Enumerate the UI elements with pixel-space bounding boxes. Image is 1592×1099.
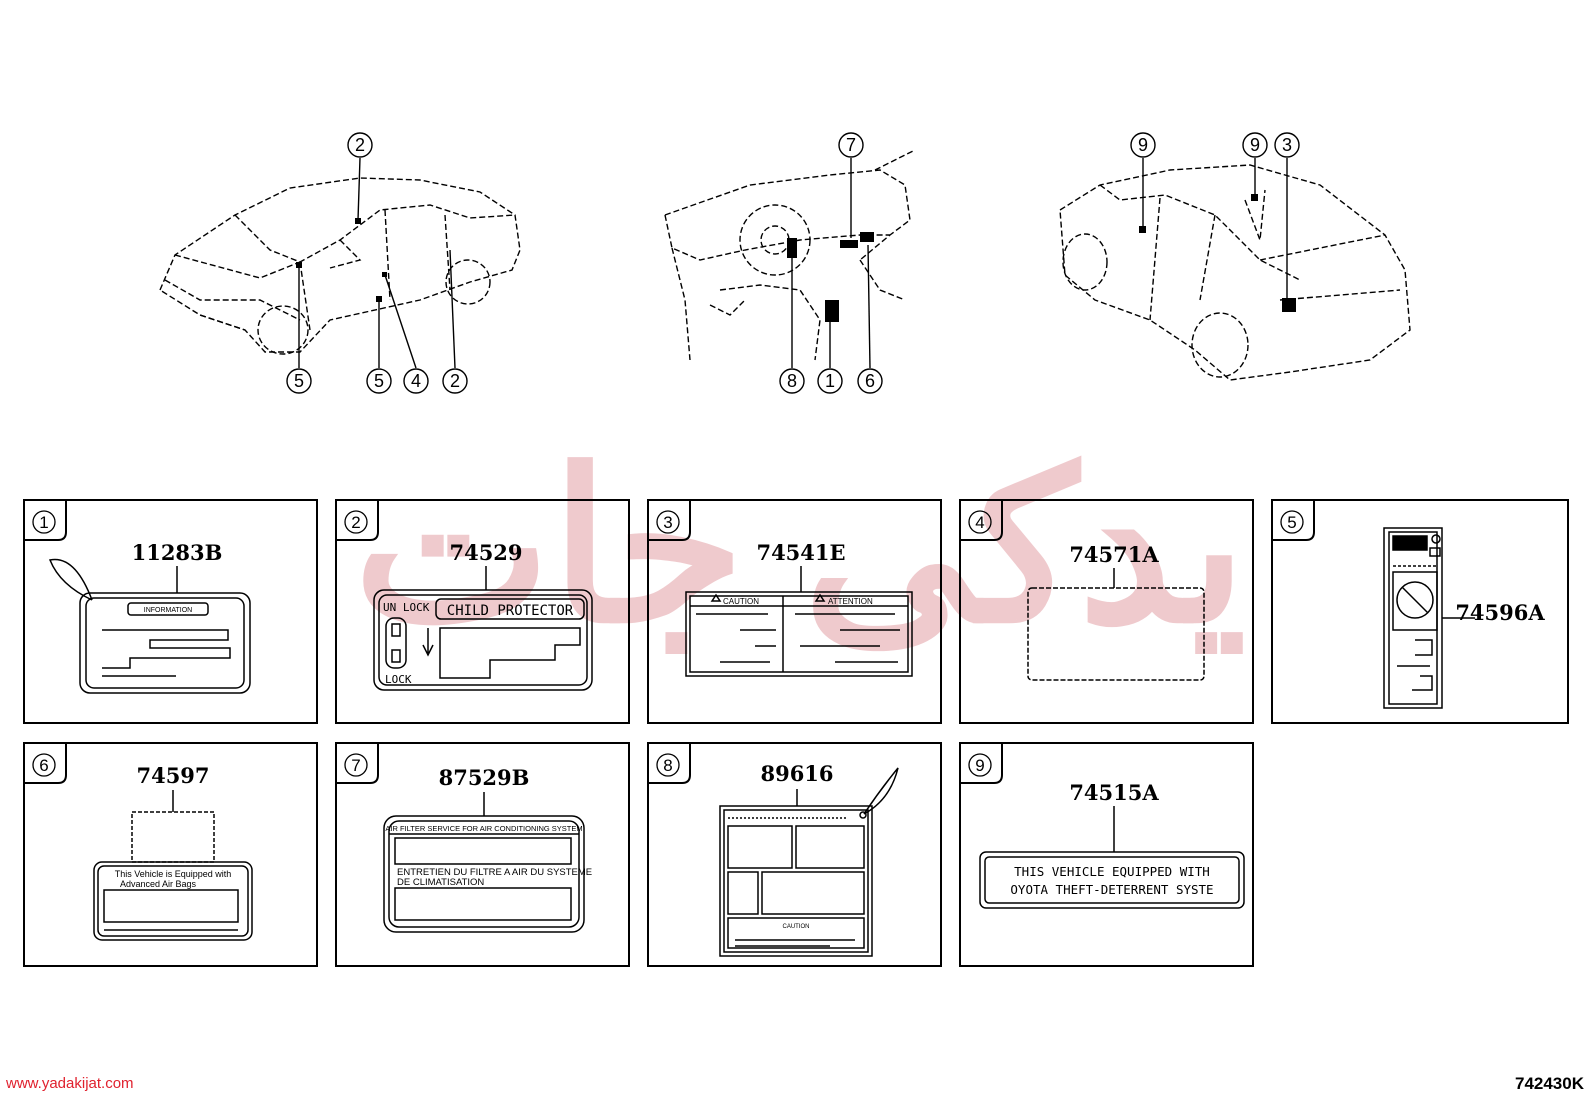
panel-4-tab: 4	[960, 500, 1003, 541]
svg-text:4: 4	[975, 513, 984, 532]
label-74541E: CAUTION ATTENTION	[685, 566, 913, 677]
part-number-4: 74571A	[1069, 542, 1159, 567]
svg-text:9: 9	[1250, 135, 1260, 155]
part-numbers: 11283B 74529 74541E 74571A 74596A 74597 …	[132, 540, 1546, 805]
panel-6-tab: 6	[24, 743, 67, 784]
label-87529B-line3: DE CLIMATISATION	[397, 877, 484, 888]
callout-1: 1	[817, 368, 843, 394]
label-87529B-line2: ENTRETIEN DU FILTRE A AIR DU SYSTEME	[397, 867, 592, 878]
svg-text:1: 1	[39, 513, 48, 532]
part-number-3: 74541E	[756, 540, 845, 565]
callout-5-a: 5	[286, 368, 312, 394]
panel-5-tab: 5	[1272, 500, 1315, 541]
svg-text:3: 3	[663, 513, 672, 532]
svg-text:6: 6	[39, 756, 48, 775]
callout-6: 6	[857, 368, 883, 394]
website-link[interactable]: www.yadakijat.com	[6, 1075, 134, 1092]
panel-3-tab: 3	[648, 500, 691, 541]
label-74515A: THIS VEHICLE EQUIPPED WITH OYOTA THEFT-D…	[979, 806, 1245, 909]
label-74529-lock: LOCK	[385, 673, 412, 686]
label-74597-line1: This Vehicle is Equipped with	[115, 869, 232, 879]
panel-9-tab: 9	[960, 743, 1003, 784]
part-number-6: 74597	[136, 763, 209, 788]
panel-tabs: 1 2 3 4 5 6 7 8 9	[24, 500, 1315, 784]
svg-text:1: 1	[825, 371, 835, 391]
callout-9-a: 9	[1130, 132, 1156, 158]
callout-8: 8	[779, 368, 805, 394]
interior-markers	[787, 232, 874, 322]
svg-text:2: 2	[351, 513, 360, 532]
panel-8-tab: 8	[648, 743, 691, 784]
callout-5-b: 5	[366, 368, 392, 394]
car-rear-markers	[1139, 194, 1296, 312]
part-number-7: 87529B	[439, 765, 530, 790]
label-74597-line2: Advanced Air Bags	[120, 879, 197, 889]
label-87529B: AIR FILTER SERVICE FOR AIR CONDITIONING …	[383, 792, 592, 933]
car-rear-view	[1059, 164, 1411, 381]
part-number-1: 11283B	[132, 540, 223, 565]
watermark: یدکی جات	[353, 430, 1247, 665]
part-number-5: 74596A	[1455, 600, 1545, 625]
callout-9-b: 9	[1242, 132, 1268, 158]
label-89616: CAUTION	[719, 767, 899, 957]
svg-text:7: 7	[846, 135, 856, 155]
car-front-markers	[296, 218, 387, 302]
svg-text:6: 6	[865, 371, 875, 391]
interior-leaders	[791, 158, 871, 369]
part-number-2: 74529	[449, 540, 522, 565]
label-74529: UN LOCK CHILD PROTECTOR LOCK	[373, 566, 593, 691]
svg-text:5: 5	[1287, 513, 1296, 532]
label-74596A	[1383, 527, 1475, 709]
panel-1-tab: 1	[24, 500, 67, 541]
car-front-leaders	[298, 157, 456, 369]
panel-2-tab: 2	[336, 500, 379, 541]
svg-text:7: 7	[351, 756, 360, 775]
svg-text:2: 2	[355, 135, 365, 155]
label-74529-unlock: UN LOCK	[383, 601, 430, 614]
label-74515A-line1: THIS VEHICLE EQUIPPED WITH	[1014, 864, 1210, 879]
label-74571A	[1027, 568, 1205, 681]
callout-2-top: 2	[347, 132, 373, 158]
label-11283B: INFORMATION	[48, 558, 251, 694]
label-11283B-title: INFORMATION	[144, 607, 192, 614]
car-rear-leaders	[1142, 158, 1288, 300]
svg-text:9: 9	[975, 756, 984, 775]
part-number-9: 74515A	[1069, 780, 1159, 805]
svg-text:5: 5	[374, 371, 384, 391]
label-74541E-caution: CAUTION	[723, 597, 759, 606]
svg-text:4: 4	[411, 371, 421, 391]
callout-2-bottom: 2	[442, 368, 468, 394]
diagram-code: 742430K	[1514, 1074, 1584, 1093]
part-number-8: 89616	[760, 761, 833, 786]
label-74541E-attention: ATTENTION	[828, 597, 873, 606]
svg-text:3: 3	[1282, 135, 1292, 155]
label-74529-title: CHILD PROTECTOR	[447, 603, 574, 619]
svg-text:8: 8	[663, 756, 672, 775]
label-74515A-line2: OYOTA THEFT-DETERRENT SYSTE	[1010, 882, 1213, 897]
svg-text:2: 2	[450, 371, 460, 391]
label-74597: This Vehicle is Equipped with Advanced A…	[93, 790, 253, 941]
label-87529B-line1: AIR FILTER SERVICE FOR AIR CONDITIONING …	[385, 824, 582, 833]
svg-text:8: 8	[787, 371, 797, 391]
view-callouts: 2 5 5 4 2 7 8 1 6 9 9 3	[286, 132, 1300, 394]
svg-text:5: 5	[294, 371, 304, 391]
callout-4: 4	[403, 368, 429, 394]
label-89616-caution: CAUTION	[783, 924, 810, 930]
panel-frames	[23, 499, 1569, 967]
car-front-view	[159, 177, 521, 355]
callout-7: 7	[838, 132, 864, 158]
watermark-text: یدکی جات	[353, 430, 1247, 665]
callout-3: 3	[1274, 132, 1300, 158]
parts-diagram: یدکی جات	[23, 132, 1569, 967]
panel-7-tab: 7	[336, 743, 379, 784]
svg-text:9: 9	[1138, 135, 1148, 155]
